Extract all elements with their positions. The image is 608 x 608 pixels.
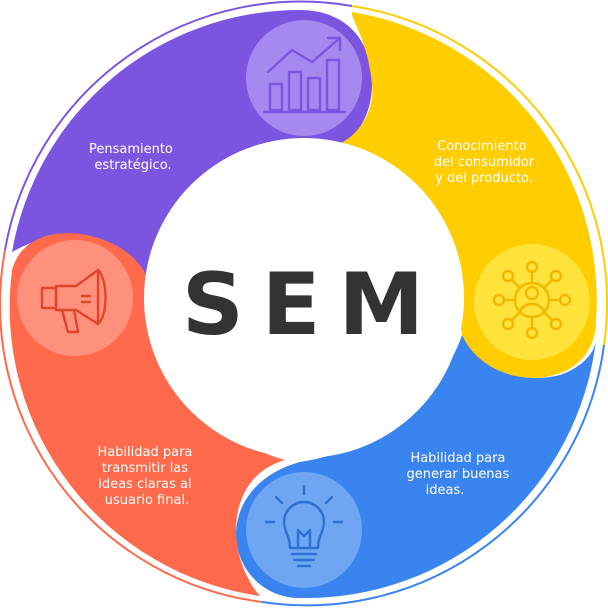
icon-circle-blue — [246, 472, 362, 588]
label-purple: Pensamiento estratégico. — [89, 142, 177, 173]
center-title: SEM — [182, 255, 442, 355]
label-yellow: Conocimiento del consumidor y del produc… — [434, 139, 538, 186]
center-circle — [147, 141, 461, 455]
megaphone-icon — [40, 268, 107, 334]
chart-growth-icon — [262, 36, 347, 114]
icon-circle-red — [17, 240, 133, 356]
network-user-icon — [492, 260, 572, 340]
lightbulb-icon — [264, 484, 344, 568]
label-blue: Habilidad para generar buenas ideas. — [407, 451, 514, 498]
label-red: Habilidad para transmitir las ideas clar… — [97, 445, 196, 508]
icon-circle-purple — [246, 20, 362, 136]
